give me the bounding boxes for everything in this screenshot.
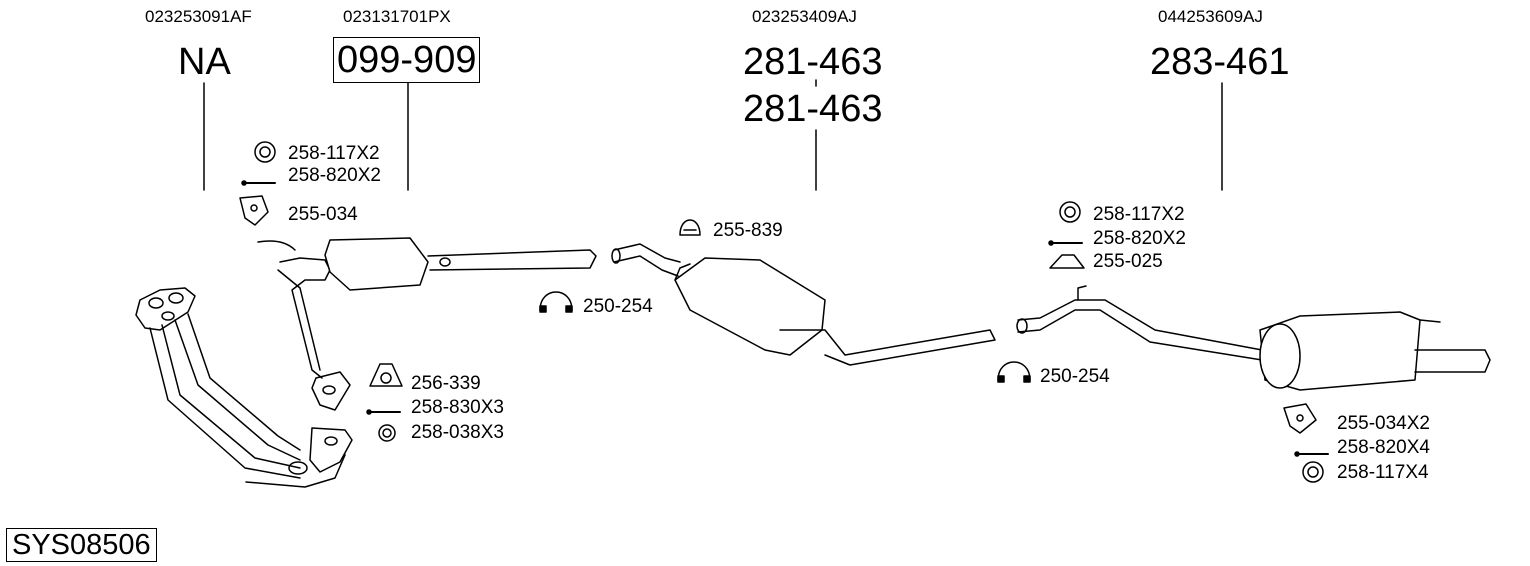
middle-silencer[interactable] bbox=[611, 243, 996, 366]
acc-hanger-g2[interactable]: 255-034 bbox=[288, 204, 358, 225]
rear-silencer[interactable] bbox=[1016, 285, 1491, 391]
oem-number-group3: 023253409AJ bbox=[752, 7, 857, 26]
hardware-icons-g3[interactable] bbox=[539, 219, 701, 313]
hardware-icons-g4[interactable] bbox=[997, 201, 1329, 483]
acc-ring-g4[interactable]: 258-117X2 bbox=[1093, 204, 1185, 225]
oem-number-group2: 023131701PX bbox=[343, 7, 451, 26]
acc-flange-bolt[interactable]: 258-830X3 bbox=[411, 397, 504, 418]
acc-ring-rear[interactable]: 258-117X4 bbox=[1337, 462, 1429, 483]
acc-ring-g2[interactable]: 258-117X2 bbox=[288, 143, 380, 164]
acc-bolt-g4[interactable]: 258-820X2 bbox=[1093, 228, 1186, 249]
acc-clamp-g3[interactable]: 250-254 bbox=[583, 296, 653, 317]
hardware-icons-g2[interactable] bbox=[239, 141, 276, 226]
acc-bolt-g2[interactable]: 258-820X2 bbox=[288, 165, 381, 186]
part-number-group3-a[interactable]: 281-463 bbox=[743, 41, 883, 83]
acc-rubber-g3[interactable]: 255-839 bbox=[713, 220, 783, 241]
acc-flange-nut[interactable]: 258-038X3 bbox=[411, 422, 504, 443]
part-number-group2[interactable]: 099-909 bbox=[333, 37, 481, 83]
flange-group[interactable] bbox=[311, 363, 403, 442]
part-number-group3-b[interactable]: 281-463 bbox=[743, 88, 883, 130]
acc-bolt-rear[interactable]: 258-820X4 bbox=[1337, 437, 1430, 458]
manifold-downpipe[interactable] bbox=[135, 287, 353, 488]
system-code: SYS08506 bbox=[6, 528, 157, 562]
catalytic-converter[interactable] bbox=[257, 237, 597, 379]
part-number-group1[interactable]: NA bbox=[178, 41, 231, 83]
oem-number-group1: 023253091AF bbox=[145, 7, 252, 26]
part-number-group4[interactable]: 283-461 bbox=[1150, 41, 1290, 83]
acc-hanger-g4[interactable]: 255-025 bbox=[1093, 251, 1163, 272]
oem-number-group4: 044253609AJ bbox=[1158, 7, 1263, 26]
acc-hanger-rear[interactable]: 255-034X2 bbox=[1337, 413, 1430, 434]
acc-flange-gasket[interactable]: 256-339 bbox=[411, 373, 481, 394]
acc-clamp-g4[interactable]: 250-254 bbox=[1040, 366, 1110, 387]
leader-lines bbox=[203, 79, 1223, 191]
